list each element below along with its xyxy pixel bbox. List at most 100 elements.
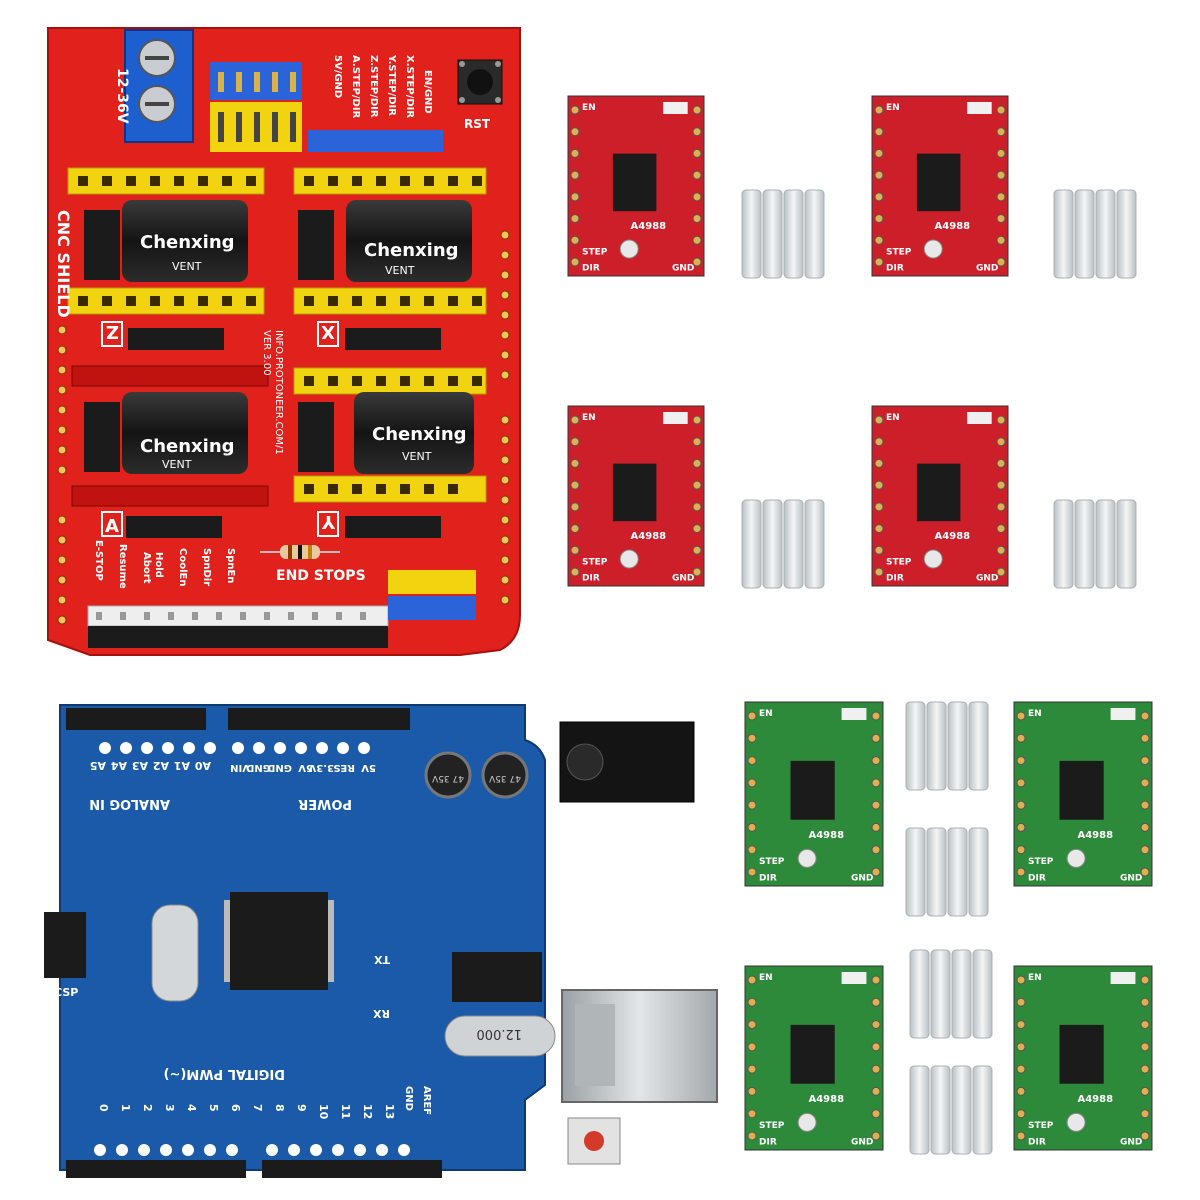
crystal-label: 12.000 [477, 1026, 523, 1041]
driver-chip-label: A4988 [631, 531, 667, 542]
svg-text:9: 9 [295, 1104, 308, 1112]
driver-chip-label: A4988 [1077, 1094, 1113, 1105]
svg-text:4: 4 [185, 1104, 198, 1112]
capacitor-vent-4: VENT [402, 450, 432, 463]
digital-pwm-label: DIGITAL PWM(~) [164, 1066, 285, 1081]
svg-text:A.STEP/DIR: A.STEP/DIR [350, 55, 361, 119]
top-pin-labels: EN/GND X.STEP/DIR Y.STEP/DIR Z.STEP/DIR … [332, 54, 433, 119]
svg-text:A3: A3 [132, 759, 148, 772]
driver-en-label: EN [1028, 709, 1042, 719]
driver-step-label: STEP [886, 557, 912, 567]
capacitor-brand-3: Chenxing [140, 436, 235, 457]
svg-text:12: 12 [361, 1104, 374, 1119]
a-axis-sockets [71, 365, 269, 507]
driver-step-label: STEP [759, 857, 785, 867]
driver-step-label: STEP [886, 247, 912, 257]
svg-text:Resume: Resume [117, 544, 128, 589]
reset-button [457, 59, 503, 105]
capacitor-brand-1: Chenxing [140, 232, 235, 253]
driver-modules: A4988STEPDIRENGNDA4988STEPDIRENGNDA4988S… [567, 95, 1153, 1151]
driver-gnd-label: GND [976, 574, 998, 584]
driver-dir-label: DIR [759, 873, 777, 883]
svg-text:E-STOP: E-STOP [93, 540, 104, 581]
driver-chip-label: A4988 [808, 1094, 844, 1105]
heatsink [909, 1065, 993, 1155]
svg-text:8: 8 [273, 1104, 286, 1112]
power-pin-labels: VIN GND GND 5V 3.3V RES 5V [230, 762, 376, 773]
driver-chip-label: A4988 [1077, 830, 1113, 841]
svg-text:5: 5 [207, 1104, 220, 1112]
capacitors [122, 200, 474, 474]
capacitor-vent-2: VENT [385, 264, 415, 277]
power-voltage-label: 12-36V [114, 68, 130, 124]
svg-text:X.STEP/DIR: X.STEP/DIR [404, 55, 415, 118]
atmega-chip [224, 892, 334, 990]
driver-en-label: EN [582, 103, 596, 113]
driver-dir-label: DIR [1028, 873, 1046, 883]
heatsink [1053, 189, 1137, 279]
driver-en-label: EN [886, 413, 900, 423]
driver-chip-label: A4988 [935, 531, 971, 542]
svg-text:A1: A1 [174, 759, 190, 772]
cap-value-2: 47 35V [488, 773, 521, 783]
svg-text:2: 2 [141, 1104, 154, 1112]
driver-dir-label: DIR [886, 264, 904, 274]
power-label: POWER [298, 796, 352, 811]
capacitor-vent-1: VENT [172, 260, 202, 273]
driver-step-label: STEP [582, 247, 608, 257]
svg-text:RES: RES [333, 762, 355, 773]
svg-text:5V/GND: 5V/GND [332, 55, 343, 98]
driver-gnd-label: GND [851, 873, 873, 883]
driver-step-label: STEP [1028, 1121, 1054, 1131]
svg-text:A5: A5 [90, 759, 106, 772]
axis-a-label: A [105, 516, 119, 537]
svg-text:Abort: Abort [141, 552, 152, 584]
svg-text:GND: GND [267, 762, 292, 773]
svg-text:A0: A0 [194, 759, 211, 772]
heatsink [909, 949, 993, 1039]
driver-step-label: STEP [1028, 857, 1054, 867]
svg-text:3: 3 [163, 1104, 176, 1112]
heatsink [905, 827, 989, 917]
driver-chip-label: A4988 [631, 221, 667, 232]
heatsink [1053, 499, 1137, 589]
driver-en-label: EN [886, 103, 900, 113]
heatsink [741, 499, 825, 589]
shield-url: INFO.PROTONEER.COM/1 [273, 330, 284, 455]
svg-text:VIN: VIN [230, 762, 250, 773]
svg-text:1: 1 [119, 1104, 132, 1112]
driver-step-label: STEP [759, 1121, 785, 1131]
heatsink [741, 189, 825, 279]
driver-gnd-label: GND [672, 574, 694, 584]
driver-dir-label: DIR [582, 264, 600, 274]
svg-text:7: 7 [251, 1104, 264, 1112]
svg-text:0: 0 [97, 1104, 110, 1112]
tx-label: TX [373, 953, 390, 966]
motor-headers [126, 328, 441, 538]
svg-text:GND: GND [246, 762, 271, 773]
driver-chip-label: A4988 [935, 221, 971, 232]
driver-dir-label: DIR [759, 1137, 777, 1147]
svg-text:A2: A2 [153, 759, 169, 772]
analog-pin-labels: A5 A4 A3 A2 A1 A0 [90, 759, 211, 772]
axis-x-label: X [321, 321, 335, 342]
resistor [260, 545, 340, 559]
capacitor-vent-3: VENT [162, 458, 192, 471]
uno-capacitors [424, 751, 529, 799]
capacitor-brand-4: Chenxing [372, 424, 467, 445]
power-terminal [124, 29, 194, 143]
svg-text:A4: A4 [110, 759, 127, 772]
svg-text:Hold: Hold [153, 552, 164, 578]
driver-gnd-label: GND [672, 264, 694, 274]
control-headers [87, 570, 476, 648]
analog-in-label: ANALOG IN [89, 796, 170, 811]
driver-dir-label: DIR [1028, 1137, 1046, 1147]
driver-gnd-label: GND [976, 264, 998, 274]
svg-text:SpnDir: SpnDir [201, 548, 212, 586]
